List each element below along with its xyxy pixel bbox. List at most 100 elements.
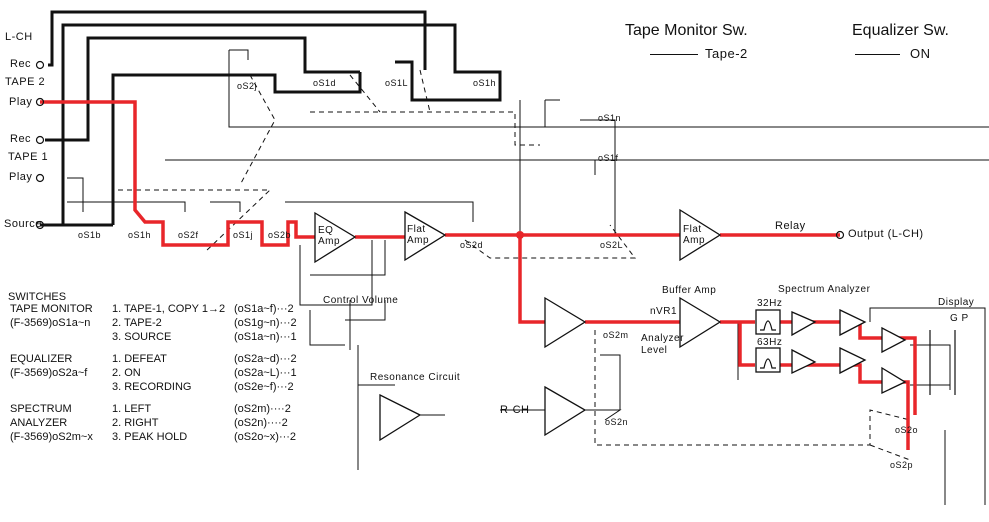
switch-label: oS2m	[603, 330, 629, 340]
group-codes: (oS2a~d)···2 (oS2a~L)···1 (oS2e~f)···2	[234, 352, 297, 394]
wire	[309, 300, 386, 350]
switch-label: oS1f	[598, 153, 619, 163]
row-code: (oS2o~x)···2	[234, 431, 297, 443]
play1-label: Play	[9, 171, 33, 183]
switch-label: oS1n	[598, 113, 622, 123]
row-option: 2. RIGHT	[112, 417, 159, 429]
row-option: 2. ON	[112, 367, 141, 379]
thick-wire	[40, 60, 455, 227]
switch-label: oS2f	[178, 230, 199, 240]
switch-label: oS1d	[313, 78, 337, 88]
switch-label: oS2b	[268, 230, 292, 240]
relay-label: Relay	[775, 220, 806, 232]
group-codes: (oS2m)····2 (oS2n)····2 (oS2o~x)···2	[234, 402, 296, 444]
switch-label: oS1h	[128, 230, 152, 240]
switch-group-equalizer: EQUALIZER (F-3569)oS2a~f	[10, 352, 87, 380]
switch-label: oS2o	[895, 425, 919, 435]
switch-label: oS1L	[385, 78, 409, 88]
switch-label: oS2p	[890, 460, 914, 470]
group-name: EQUALIZER	[10, 353, 73, 365]
group-rows: 1. LEFT 2. RIGHT 3. PEAK HOLD	[112, 402, 187, 444]
switch-label: oS2L	[600, 240, 624, 250]
equalizer-title: Equalizer Sw.	[852, 22, 949, 39]
row-option: 1. TAPE-1, COPY 1→2	[112, 303, 226, 315]
wire	[500, 354, 622, 421]
wire	[67, 177, 474, 222]
junction	[516, 231, 524, 239]
row-option: 1. LEFT	[112, 403, 152, 415]
analyzer-amp	[791, 308, 907, 395]
gang-link	[594, 330, 911, 461]
flat-amp-2-label: Flat Amp	[683, 224, 706, 246]
group-model: ANALYZER	[10, 417, 68, 429]
row-code: (oS1g~n)···2	[234, 317, 297, 329]
rch-label: R-CH	[500, 404, 530, 416]
legend-line	[855, 54, 900, 55]
switch-group-spectrum: SPECTRUM ANALYZER (F-3569)oS2m~x	[10, 402, 93, 444]
display-tube	[929, 330, 956, 395]
wire	[580, 119, 616, 235]
switch-label: oS2d	[460, 240, 484, 250]
thick-wire	[48, 10, 427, 70]
buffer-amp	[679, 296, 722, 349]
spectrum-analyzer-label: Spectrum Analyzer	[778, 284, 871, 295]
resonance-label: Resonance Circuit	[370, 372, 461, 383]
lch-label: L-CH	[5, 31, 33, 43]
switch-label: oS2j	[237, 81, 258, 91]
l-input-amp	[544, 296, 587, 349]
group-model: (F-3569)oS2a~f	[10, 367, 88, 379]
flat-amp-1-label: Flat Amp	[407, 224, 430, 246]
wire	[519, 99, 560, 235]
eq-amp-label: EQ Amp	[318, 225, 341, 247]
filter-32hz	[755, 309, 781, 335]
buffer-amp-label: Buffer Amp	[662, 285, 717, 296]
group-model: (F-3569)oS1a~n	[10, 317, 91, 329]
thick-wire	[111, 72, 362, 225]
thick-wire	[45, 36, 360, 142]
signal-path	[355, 233, 840, 239]
row-code: (oS2m)····2	[234, 403, 291, 415]
row-option: 1. DEFEAT	[112, 353, 167, 365]
gp-label: G P	[950, 313, 969, 324]
flat-amp-2	[679, 208, 722, 262]
row-code: (oS2n)····2	[234, 417, 288, 429]
tape-monitor-value: Tape-2	[705, 46, 748, 61]
rec1-label: Rec	[10, 133, 32, 145]
row-code: (oS2e~f)···2	[234, 381, 294, 393]
legend-line	[650, 54, 698, 55]
group-rows: 1. DEFEAT 2. ON 3. RECORDING	[112, 352, 191, 394]
signal-path	[40, 100, 315, 247]
filter-32hz-label: 32Hz	[757, 298, 783, 309]
thick-wire	[61, 23, 502, 225]
row-code: (oS2a~d)···2	[234, 353, 297, 365]
nvr-label: nVR1	[650, 306, 678, 317]
display-label: Display	[938, 297, 975, 308]
group-codes: (oS1a~f)···2 (oS1g~n)···2 (oS1a~n)···1	[234, 302, 297, 344]
equalizer-value: ON	[910, 46, 931, 61]
row-option: 3. SOURCE	[112, 331, 172, 343]
group-model: (F-3569)oS2m~x	[10, 431, 93, 443]
switch-label: oS1j	[233, 230, 254, 240]
resonance-amp	[379, 393, 422, 442]
tape2-label: TAPE 2	[5, 76, 46, 88]
switch-group-tape-monitor: TAPE MONITOR (F-3569)oS1a~n	[10, 302, 93, 330]
filter-63hz-label: 63Hz	[757, 337, 783, 348]
row-code: (oS1a~n)···1	[234, 331, 297, 343]
play2-label: Play	[9, 96, 33, 108]
filter-63hz	[755, 347, 781, 373]
row-code: (oS1a~f)···2	[234, 303, 294, 315]
analyzer-level-label: Analyzer Level	[641, 333, 684, 356]
tape-monitor-title: Tape Monitor Sw.	[625, 22, 748, 39]
gang-link	[464, 224, 637, 259]
rec2-label: Rec	[10, 58, 32, 70]
group-name: SPECTRUM	[10, 403, 72, 415]
wire	[357, 345, 445, 470]
switch-label: oS1h	[473, 78, 497, 88]
switches-table: SWITCHES	[8, 290, 66, 304]
switches-title: SWITCHES	[8, 291, 67, 303]
wire	[910, 340, 986, 505]
signal-path	[518, 235, 917, 450]
group-rows: 1. TAPE-1, COPY 1→2 2. TAPE-2 3. SOURCE	[112, 302, 225, 344]
